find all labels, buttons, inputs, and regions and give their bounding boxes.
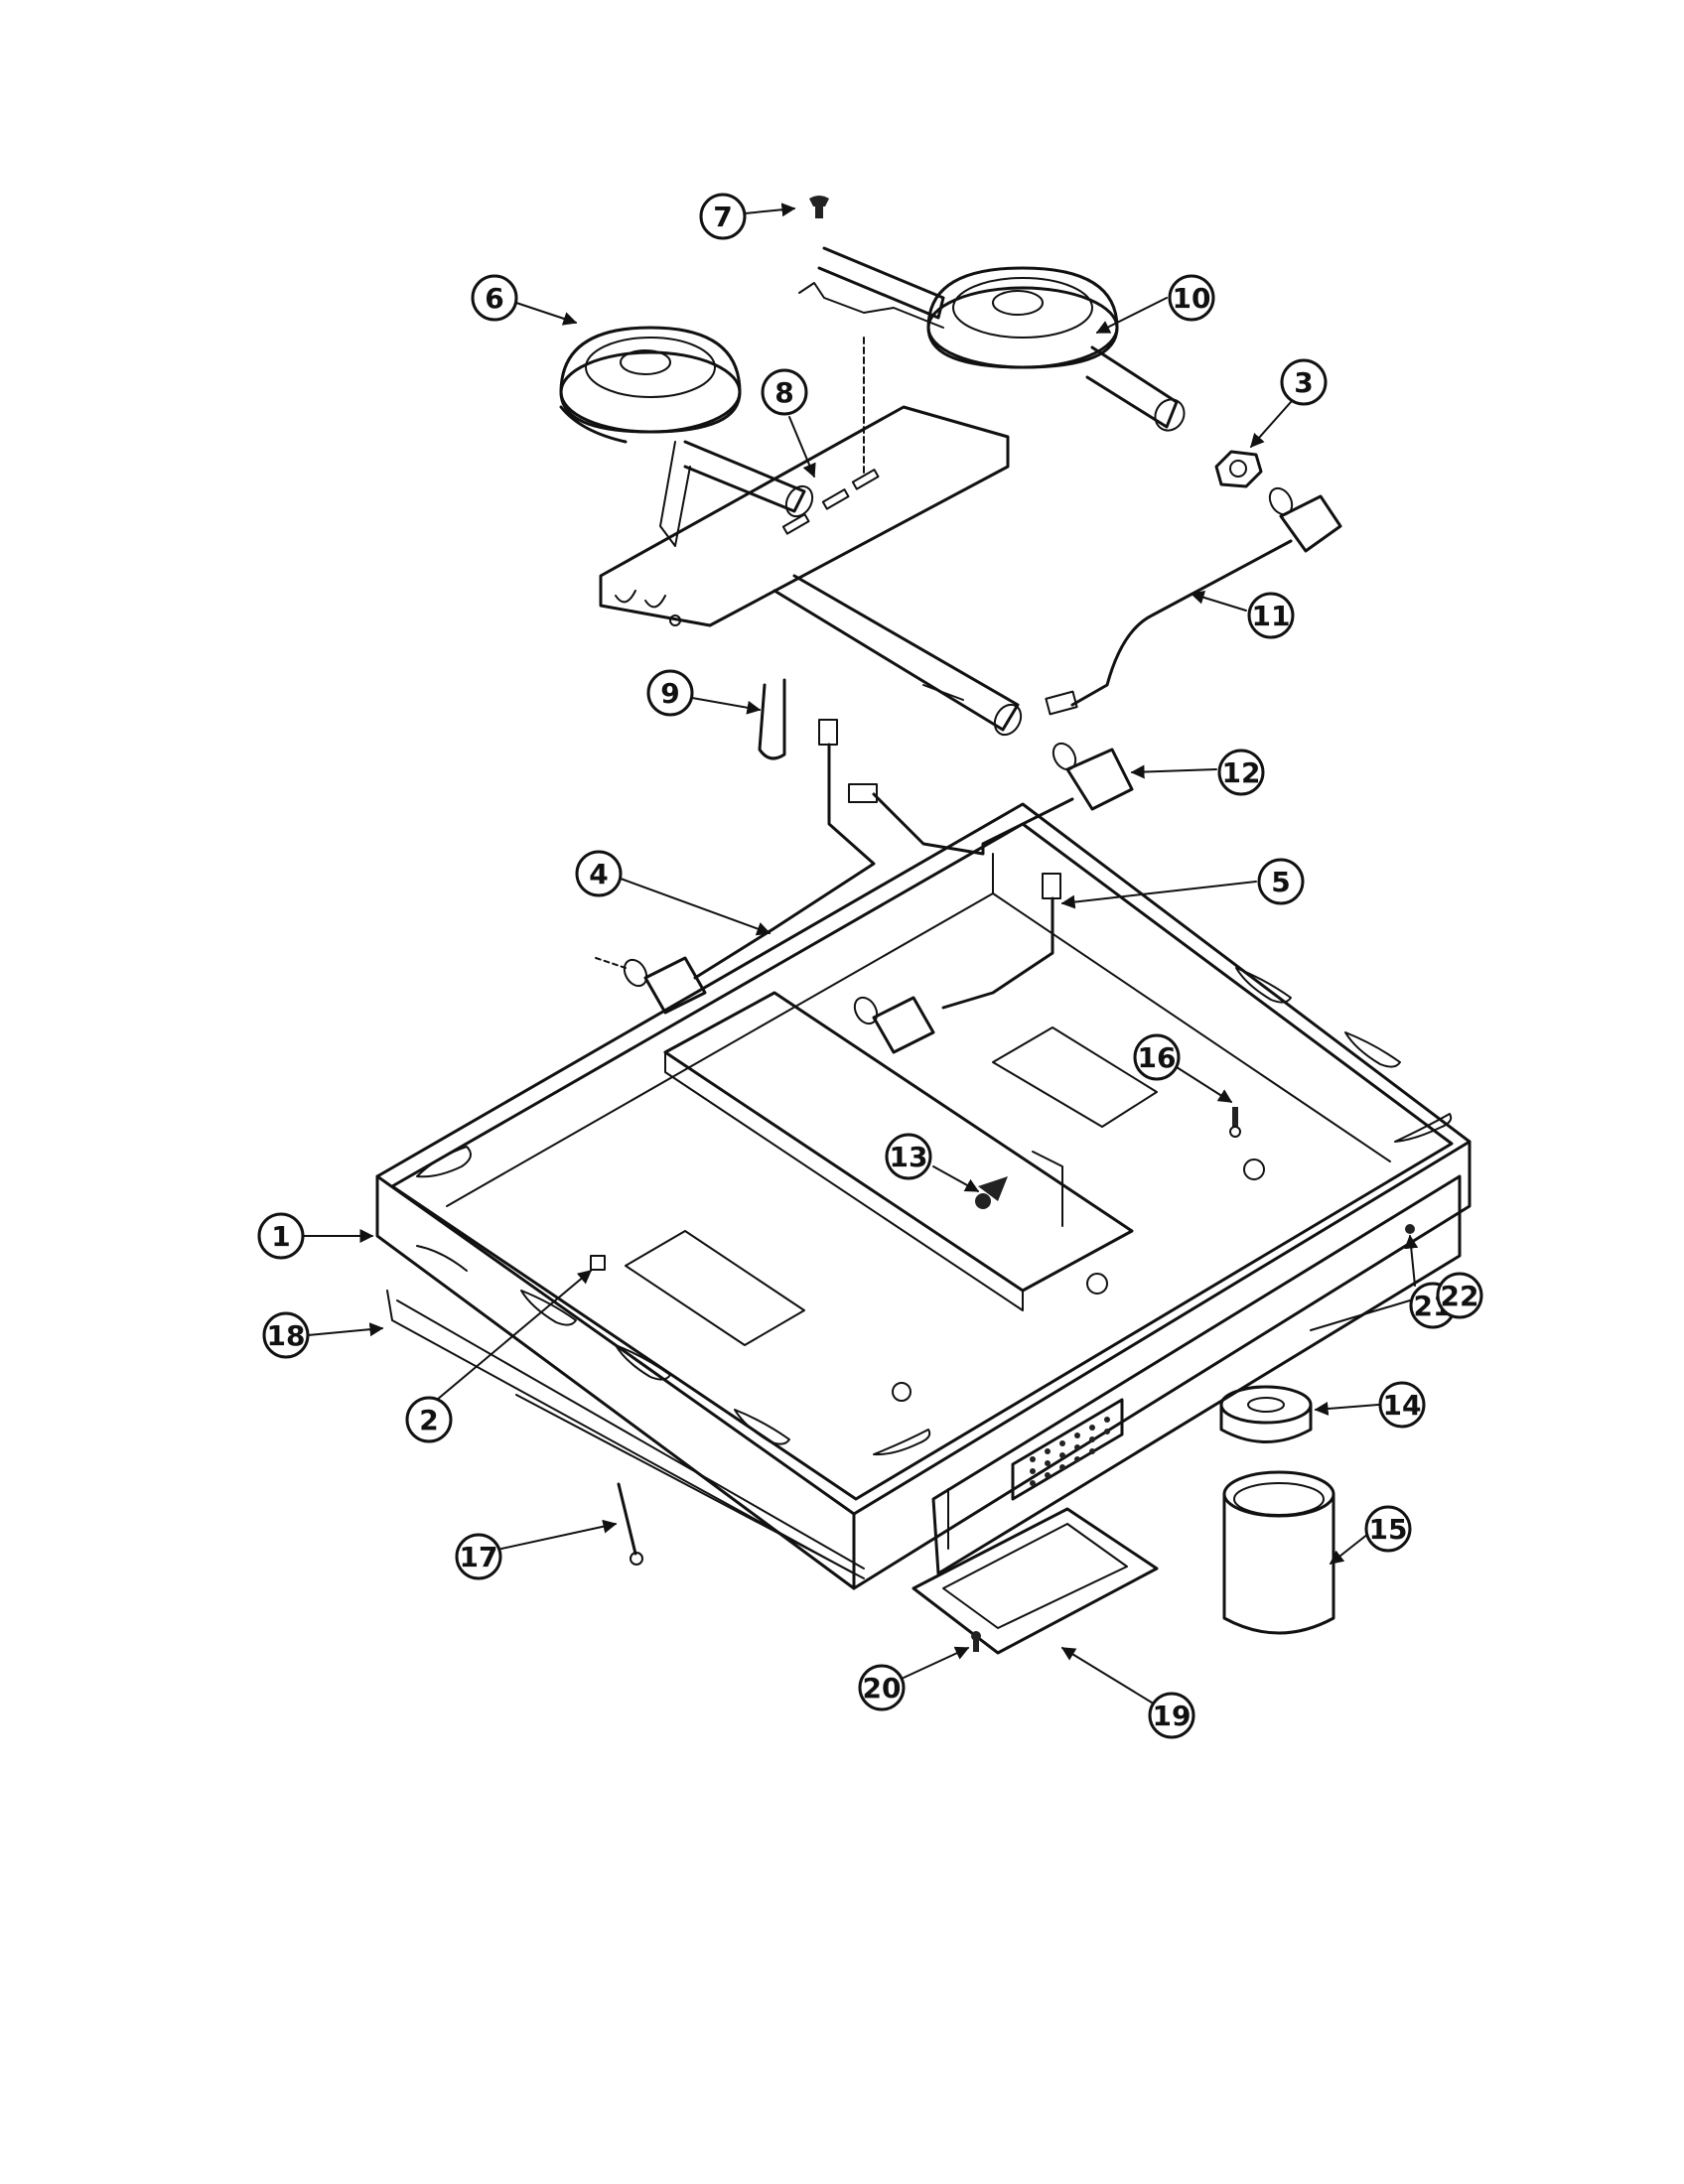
- callout-4: 4: [575, 850, 623, 897]
- svg-text:14: 14: [1383, 1389, 1422, 1422]
- callout-20: 20: [858, 1664, 906, 1711]
- valve-12: [848, 742, 1134, 856]
- svg-text:9: 9: [660, 677, 679, 710]
- svg-text:1: 1: [271, 1220, 290, 1253]
- callout-12: 12: [1217, 749, 1265, 796]
- svg-text:2: 2: [419, 1404, 438, 1436]
- callout-3: 3: [1280, 358, 1328, 406]
- screw-16: [1229, 1107, 1241, 1138]
- callout-7: 7: [699, 193, 747, 240]
- svg-text:22: 22: [1441, 1280, 1479, 1312]
- callout-10: 10: [1168, 274, 1215, 322]
- svg-text:12: 12: [1222, 756, 1261, 789]
- callout-2: 2: [405, 1396, 453, 1443]
- svg-text:10: 10: [1173, 282, 1211, 315]
- screw-20: [971, 1631, 981, 1652]
- svg-text:17: 17: [460, 1541, 498, 1573]
- svg-text:5: 5: [1271, 866, 1290, 898]
- leader-lines: [302, 203, 1419, 1704]
- plate-19: [912, 1507, 1159, 1655]
- clip-9: [758, 678, 786, 760]
- nut-3: [1214, 450, 1263, 488]
- svg-text:11: 11: [1252, 600, 1291, 632]
- right-burner: [798, 246, 1186, 478]
- left-burner: [559, 326, 814, 547]
- clip-nut-2: [590, 1255, 606, 1271]
- callout-15: 15: [1364, 1505, 1412, 1553]
- callout-5: 5: [1257, 858, 1305, 905]
- svg-text:18: 18: [267, 1319, 306, 1352]
- svg-text:7: 7: [713, 201, 732, 233]
- svg-text:16: 16: [1138, 1041, 1177, 1074]
- svg-text:4: 4: [589, 858, 608, 890]
- callout-9: 9: [646, 669, 694, 717]
- callout-1: 1: [257, 1212, 305, 1260]
- screw-13: [975, 1176, 1008, 1209]
- svg-text:13: 13: [890, 1141, 928, 1173]
- callout-18: 18: [262, 1311, 310, 1359]
- callout-22: 22: [1436, 1272, 1483, 1319]
- callout-17: 17: [455, 1533, 502, 1580]
- screw-17: [617, 1482, 643, 1566]
- svg-text:8: 8: [774, 376, 793, 409]
- cup-15: [1222, 1470, 1335, 1635]
- callout-6: 6: [471, 274, 518, 322]
- valve-tube-11: [1045, 486, 1342, 716]
- callout-11: 11: [1247, 592, 1295, 639]
- svg-text:19: 19: [1153, 1700, 1192, 1732]
- ring-14: [1219, 1385, 1313, 1443]
- callout-14: 14: [1378, 1381, 1426, 1429]
- callout-8: 8: [761, 368, 808, 416]
- base-pan: [375, 802, 1472, 1590]
- svg-text:6: 6: [485, 282, 503, 315]
- callout-13: 13: [885, 1133, 932, 1180]
- tube-5: [853, 873, 1061, 1054]
- screw-22: [1405, 1224, 1415, 1234]
- svg-text:3: 3: [1294, 366, 1313, 399]
- tube-4: [595, 719, 876, 1015]
- callout-16: 16: [1133, 1033, 1181, 1081]
- screw-7: [809, 196, 829, 218]
- svg-text:15: 15: [1369, 1513, 1408, 1546]
- callout-19: 19: [1148, 1692, 1195, 1739]
- burner-bracket: [599, 405, 1023, 737]
- svg-text:20: 20: [863, 1672, 902, 1705]
